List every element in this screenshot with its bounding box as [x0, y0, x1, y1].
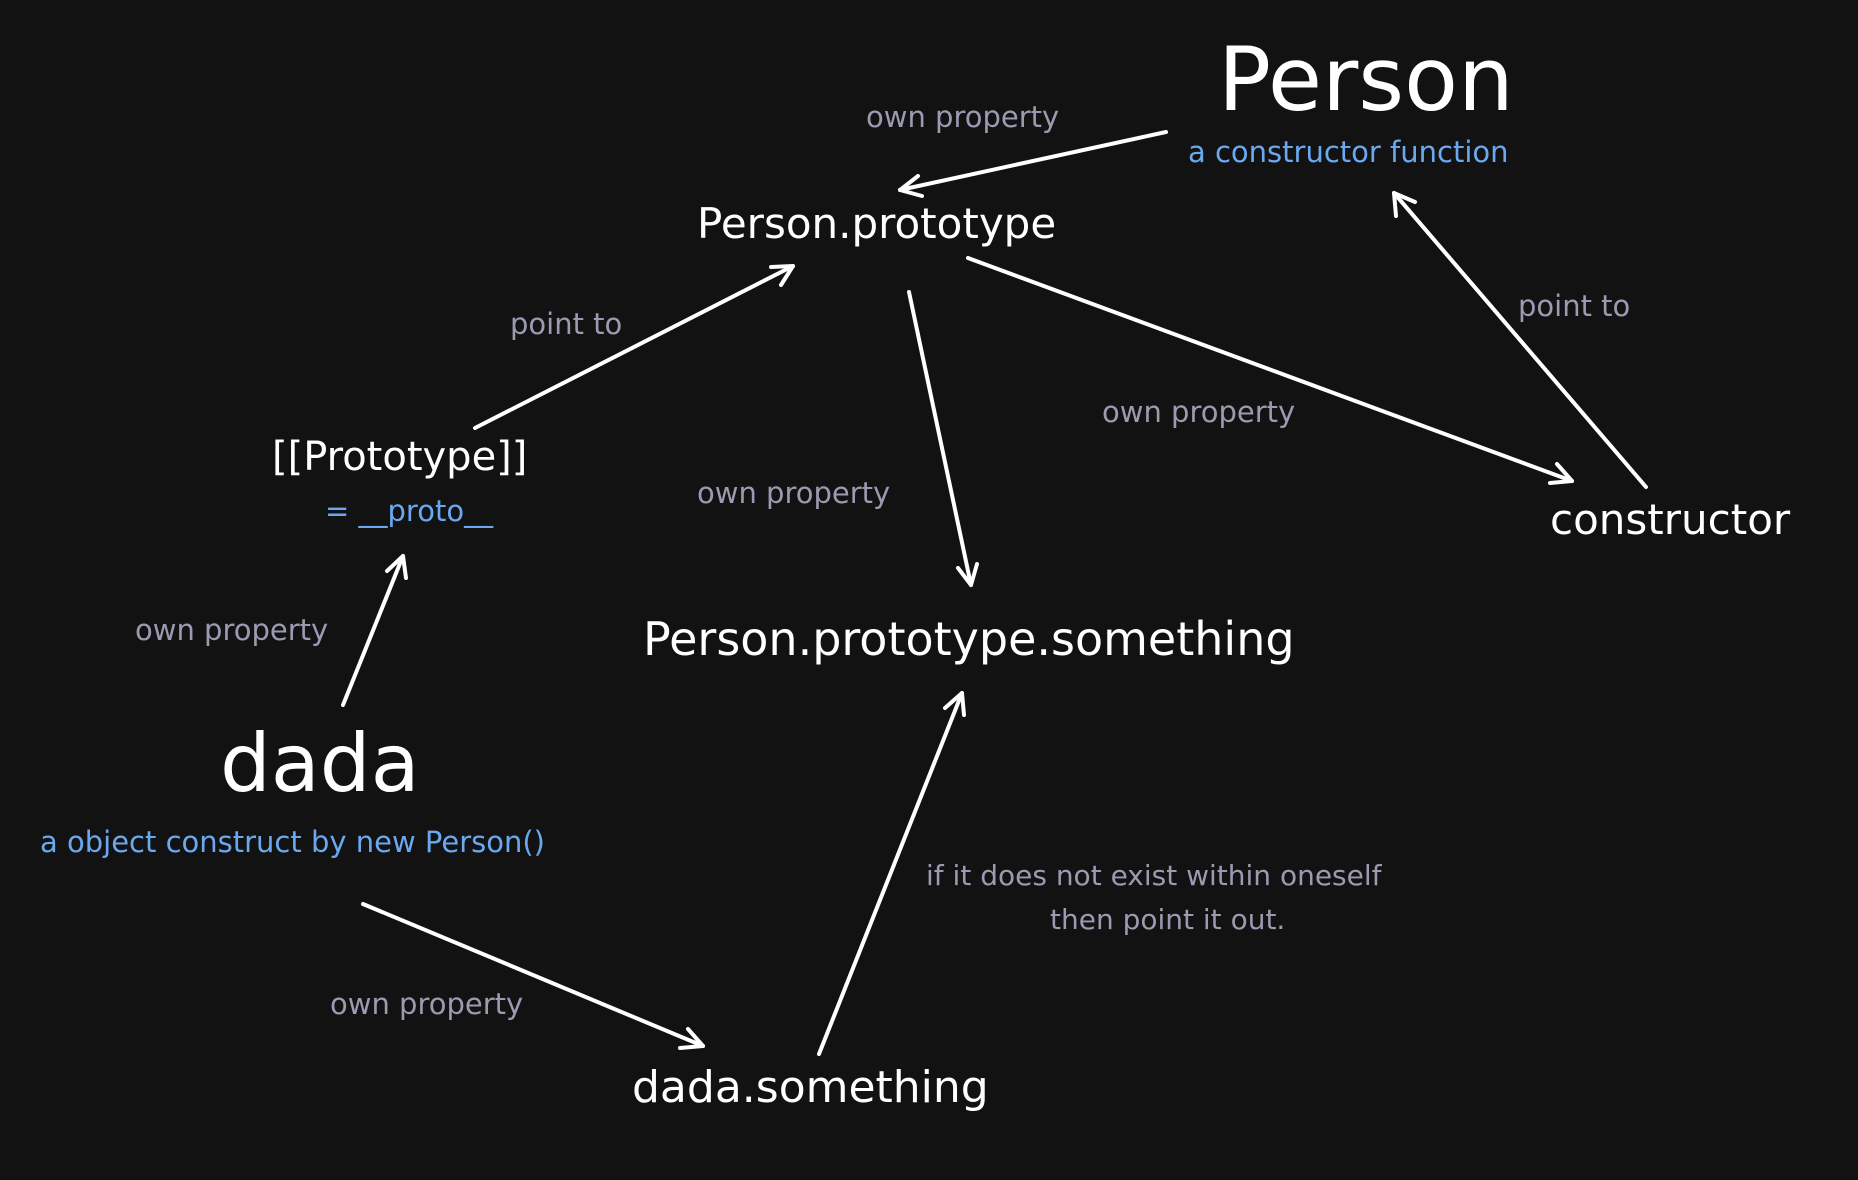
edge-label-internal-to-prototype: point to [510, 307, 623, 341]
arrow-internal-to-prototype [473, 264, 795, 430]
internal-prototype-node: [[Prototype]] [272, 434, 528, 480]
edge-label-prototype-to-something: own property [697, 476, 891, 510]
edge-label-prototype-to-constructor: own property [1102, 395, 1296, 429]
person-node-title: Person [1218, 28, 1514, 131]
dada-node-title: dada [220, 717, 420, 810]
arrow-prototype-to-constructor [966, 256, 1574, 485]
arrow-person-to-prototype [898, 130, 1168, 198]
edge-label-dada-to-dada-something: own property [330, 987, 524, 1021]
constructor-node: constructor [1550, 495, 1791, 544]
prototype-something-node: Person.prototype.something [643, 612, 1295, 666]
arrow-constructor-to-person [1392, 191, 1648, 489]
edge-label-dada-to-internal: own property [135, 613, 329, 647]
arrow-dada-something-to-something [817, 691, 966, 1056]
dada-something-node: dada.something [632, 1062, 989, 1113]
person-node-subtitle: a constructor function [1188, 135, 1509, 169]
dada-node-subtitle: a object construct by new Person() [40, 825, 545, 859]
arrow-dada-to-internal [341, 554, 408, 707]
arrow-prototype-to-something [907, 290, 979, 587]
edge-label-constructor-to-person: point to [1518, 289, 1631, 323]
person-prototype-node: Person.prototype [697, 199, 1057, 248]
edge-label-person-to-prototype: own property [866, 100, 1060, 134]
fallback-note-line-2: then point it out. [1050, 903, 1286, 936]
arrow-dada-to-dada-something [361, 902, 705, 1050]
internal-prototype-subtitle: = __proto__ [325, 494, 494, 528]
fallback-note-line-1: if it does not exist within oneself [926, 859, 1382, 892]
